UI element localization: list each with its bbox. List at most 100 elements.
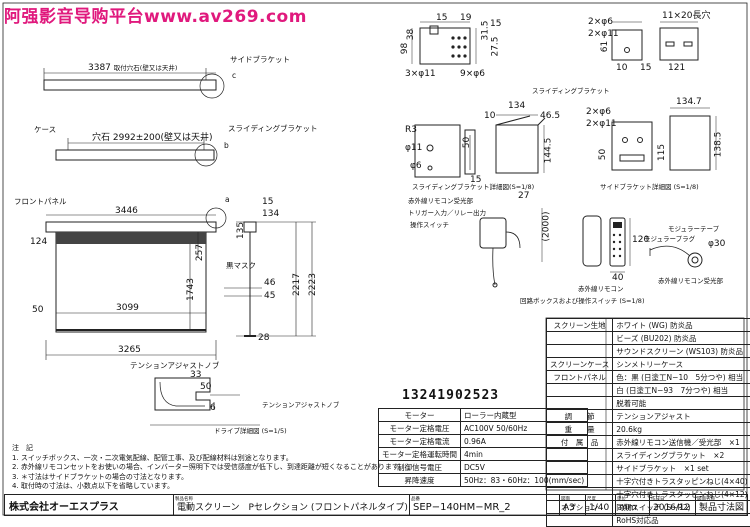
label-case: ケース bbox=[34, 126, 56, 134]
dim-holes2: 穴石 2992±200(壁又は天井) bbox=[92, 134, 213, 143]
spec-row-value: シンメトリーケース bbox=[613, 358, 750, 371]
spec-row: サウンドスクリーン (WS103) 防炎品 bbox=[547, 345, 750, 358]
dim-r3: R3 bbox=[405, 126, 417, 135]
motor-spec-row: モーターローラー内蔵型 bbox=[379, 409, 588, 422]
dim-sb-11x20: 11×20長穴 bbox=[662, 12, 710, 21]
dim-sb-10: 10 bbox=[616, 64, 627, 73]
spec-row-value: 20.6kg bbox=[613, 423, 750, 436]
dim-50b: 50 bbox=[200, 383, 211, 392]
spec-row-label bbox=[547, 345, 613, 358]
size-label: 図面 bbox=[561, 496, 570, 502]
dim-257: 257 bbox=[196, 244, 205, 261]
spec-row-value: 十字穴付きトラスタッピンねじ(4×40) ×6 bbox=[613, 475, 750, 488]
doc-name: 製品寸法図 bbox=[699, 500, 744, 513]
dim-top-15b: 15 bbox=[490, 20, 501, 29]
size-cell: 図面 A3 bbox=[559, 495, 586, 515]
dim-40: 40 bbox=[612, 274, 623, 283]
dim-phi6: φ6 bbox=[410, 162, 422, 171]
label-tension: テンションアジャストノブ bbox=[130, 362, 219, 370]
dim-sb-2x6: 2×φ6 bbox=[588, 18, 613, 27]
label-a: a bbox=[225, 196, 230, 204]
dim-3446: 3446 bbox=[115, 207, 138, 216]
dim-15: 15 bbox=[262, 198, 273, 207]
dim-50c: 50 bbox=[463, 137, 472, 148]
spec-row: スクリーンケースシンメトリーケース bbox=[547, 358, 750, 371]
model-cell: 品番 SEP−140HM−MR_2 bbox=[409, 495, 560, 515]
motor-spec-row-value: DC5V bbox=[461, 461, 588, 474]
dim-side-50: 50 bbox=[599, 149, 608, 160]
dim-50: 50 bbox=[32, 306, 43, 315]
dim-45: 45 bbox=[264, 292, 275, 301]
motor-spec-row-label: モーター定格電圧 bbox=[379, 422, 461, 435]
dim-top-15: 15 bbox=[436, 14, 447, 23]
dim-124: 124 bbox=[30, 238, 47, 247]
motor-spec-row-value: 0.96A bbox=[461, 435, 588, 448]
watermark-text: 阿强影音导购平台www.av269.com bbox=[4, 2, 307, 27]
spec-row-value: ビーズ (BU202) 防炎品 bbox=[613, 332, 750, 345]
scale-value: 1/40 bbox=[589, 503, 609, 513]
dim-1347: 134.7 bbox=[676, 98, 702, 107]
label-drive-detail: ドライブ詳細図 (S=1/5) bbox=[214, 428, 287, 435]
spec-row-value: スライディングブラケット ×2 bbox=[613, 449, 750, 462]
spec-row-value: 脱着可能 bbox=[613, 397, 750, 410]
spec-row-value: 赤外線リモコン送信機／受光部 ×1 bbox=[613, 436, 750, 449]
spec-row-label: フロントパネル bbox=[547, 371, 613, 384]
dim-135: 135 bbox=[237, 222, 246, 239]
unit-value: mm bbox=[619, 503, 637, 513]
title-block: 株式会社オーエスプラス 製品名称 電動スクリーン Pセレクション (フロントパネ… bbox=[4, 494, 748, 516]
scale-cell: 尺度 1/40 bbox=[585, 495, 616, 515]
scale-label: 尺度 bbox=[587, 496, 596, 502]
dim-3387: 3387 取付穴石(壁又は天井) bbox=[88, 64, 177, 73]
front-panel-rect bbox=[46, 222, 216, 232]
dim-sb-61: 61 bbox=[601, 41, 610, 52]
label-mojula-tape: モジュラーテープ bbox=[668, 226, 719, 233]
label-trigger: トリガー入力／リレー出力 bbox=[408, 210, 486, 217]
date-value: 2016/12 bbox=[653, 503, 690, 513]
case-top-view bbox=[44, 80, 216, 90]
dim-28: 28 bbox=[258, 334, 269, 343]
dim-top-38: 38 bbox=[407, 29, 416, 40]
motor-spec-row-value: ローラー内蔵型 bbox=[461, 409, 588, 422]
case-front-view bbox=[56, 150, 214, 160]
paper-size: A3 bbox=[563, 503, 575, 513]
label-bracket1: サイドブラケット bbox=[230, 56, 290, 64]
dim-115: 115 bbox=[658, 144, 667, 161]
spec-row-label: スクリーンケース bbox=[547, 358, 613, 371]
dim-side-2x6: 2×φ6 bbox=[586, 108, 611, 117]
dim-top-19: 19 bbox=[460, 14, 471, 23]
dim-2223: 2223 bbox=[309, 273, 318, 296]
dim-side-2x11: 2×φ11 bbox=[586, 120, 617, 129]
spec-row-value: サイドブラケット ×1 set bbox=[613, 462, 750, 475]
notes: 注 記 1. スイッチボックス、一次・二次電気配線、配管工事、及び配線材料は別途… bbox=[12, 444, 405, 492]
dim-10: 10 bbox=[484, 112, 495, 121]
date-label: 作成日 bbox=[651, 496, 665, 502]
dim-46: 46 bbox=[264, 279, 275, 288]
label-mojula: モジュラープラグ bbox=[644, 236, 695, 243]
note-line-1: 1. スイッチボックス、一次・二次電気配線、配管工事、及び配線材料は別途となりま… bbox=[12, 454, 405, 464]
dim-134b: 134 bbox=[508, 102, 525, 111]
spec-row: 白 (日塗工N−93 7分つや) 相当 bbox=[547, 384, 750, 397]
dim-3265: 3265 bbox=[118, 346, 141, 355]
label-front-panel: フロントパネル bbox=[14, 198, 67, 206]
motor-spec-row-value: 50Hz：83・60Hz：100(mm/sec) bbox=[461, 474, 588, 487]
label-remote: 赤外線リモコン bbox=[578, 286, 624, 293]
spec-row-value: サウンドスクリーン (WS103) 防炎品 bbox=[613, 345, 750, 358]
dim-1743: 1743 bbox=[187, 278, 196, 301]
company-cell: 株式会社オーエスプラス bbox=[5, 495, 174, 515]
dim-top-3x11: 3×φ11 bbox=[405, 70, 436, 79]
dim-phi30: φ30 bbox=[708, 240, 725, 249]
spec-row-value: 白 (日塗工N−93 7分つや) 相当 bbox=[613, 384, 750, 397]
label-slide-bracket: スライディングブラケット bbox=[228, 125, 317, 133]
date-cell: 作成日 2016/12 bbox=[649, 495, 696, 515]
dim-3099: 3099 bbox=[116, 304, 139, 313]
dim-1445: 144.5 bbox=[544, 138, 553, 164]
note-line-4: 4. 取付時の寸法は、小数点以下を省略しています。 bbox=[12, 482, 405, 492]
unit-label: 単位 bbox=[617, 496, 626, 502]
phone-number: 13241902523 bbox=[402, 388, 499, 403]
